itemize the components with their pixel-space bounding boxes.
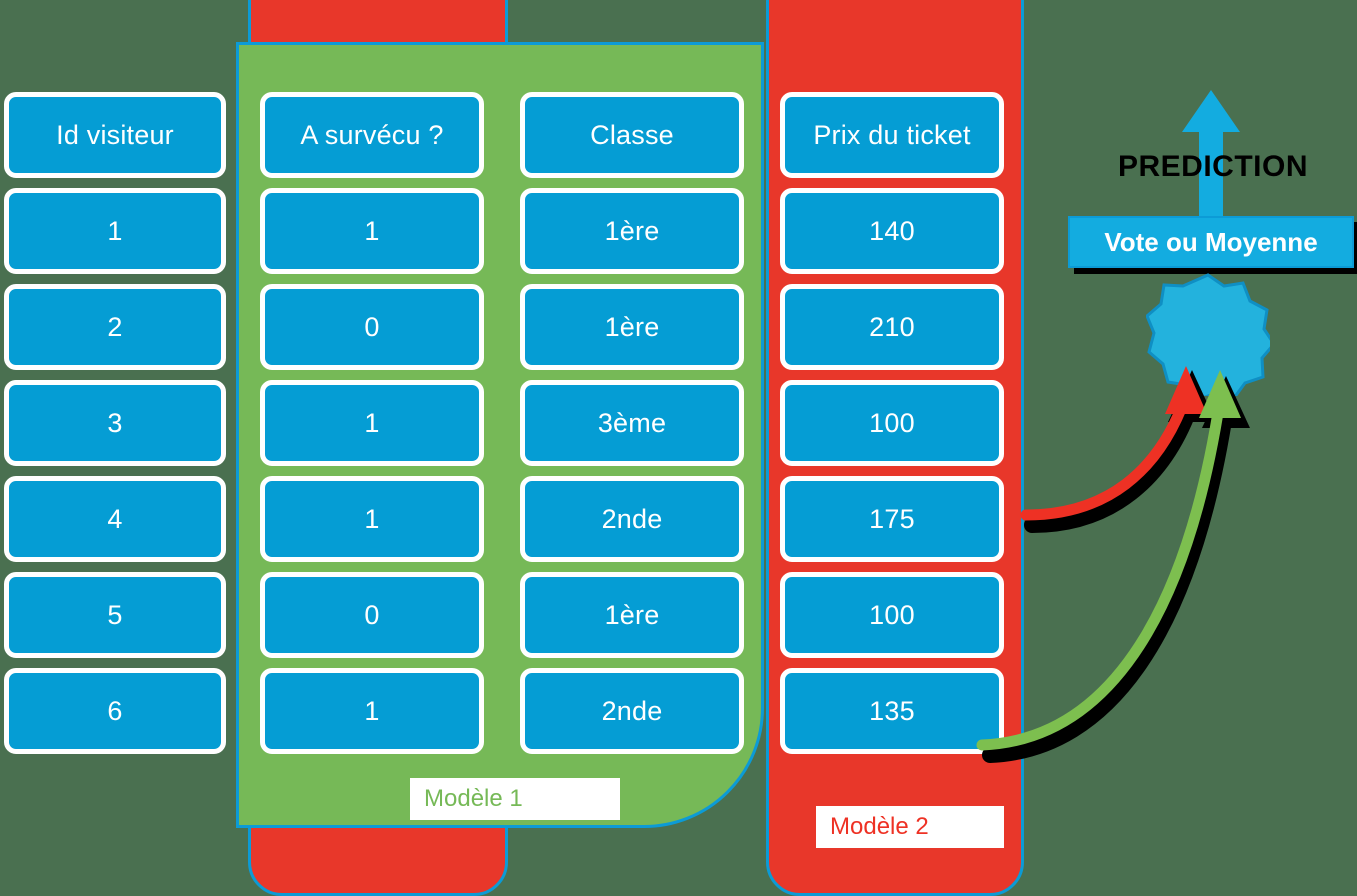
- cell-prix-3: 100: [780, 380, 1004, 466]
- cell-id-visiteur-2: 2: [4, 284, 226, 370]
- cell-a-survecu-4: 1: [260, 476, 484, 562]
- column-a-survecu: A survécu ? 1 0 1 1 0 1: [260, 92, 484, 764]
- column-header-classe: Classe: [520, 92, 744, 178]
- column-classe: Classe 1ère 1ère 3ème 2nde 1ère 2nde: [520, 92, 744, 764]
- model-output-arrows: [976, 366, 1250, 763]
- cell-classe-1: 1ère: [520, 188, 744, 274]
- column-header-a-survecu: A survécu ?: [260, 92, 484, 178]
- column-header-id-visiteur: Id visiteur: [4, 92, 226, 178]
- cell-classe-3: 3ème: [520, 380, 744, 466]
- cell-a-survecu-6: 1: [260, 668, 484, 754]
- model1-label: Modèle 1: [410, 778, 620, 820]
- column-id-visiteur: Id visiteur 1 2 3 4 5 6: [4, 92, 226, 764]
- column-header-prix-du-ticket: Prix du ticket: [780, 92, 1004, 178]
- model2-label: Modèle 2: [816, 806, 1004, 848]
- column-prix-du-ticket: Prix du ticket 140 210 100 175 100 135: [780, 92, 1004, 764]
- cell-prix-4: 175: [780, 476, 1004, 562]
- cell-classe-4: 2nde: [520, 476, 744, 562]
- cell-classe-2: 1ère: [520, 284, 744, 370]
- cell-id-visiteur-3: 3: [4, 380, 226, 466]
- cell-prix-5: 100: [780, 572, 1004, 658]
- cell-classe-5: 1ère: [520, 572, 744, 658]
- prediction-up-arrow-icon: [1182, 90, 1240, 220]
- cell-prix-1: 140: [780, 188, 1004, 274]
- cell-prix-2: 210: [780, 284, 1004, 370]
- cell-classe-6: 2nde: [520, 668, 744, 754]
- cell-prix-6: 135: [780, 668, 1004, 754]
- cell-id-visiteur-6: 6: [4, 668, 226, 754]
- cell-id-visiteur-1: 1: [4, 188, 226, 274]
- cell-id-visiteur-4: 4: [4, 476, 226, 562]
- cell-a-survecu-5: 0: [260, 572, 484, 658]
- cell-a-survecu-2: 0: [260, 284, 484, 370]
- prediction-label: PREDICTION: [1117, 150, 1308, 183]
- cell-a-survecu-1: 1: [260, 188, 484, 274]
- cell-a-survecu-3: 1: [260, 380, 484, 466]
- vote-ou-moyenne-box: Vote ou Moyenne: [1068, 216, 1354, 268]
- cell-id-visiteur-5: 5: [4, 572, 226, 658]
